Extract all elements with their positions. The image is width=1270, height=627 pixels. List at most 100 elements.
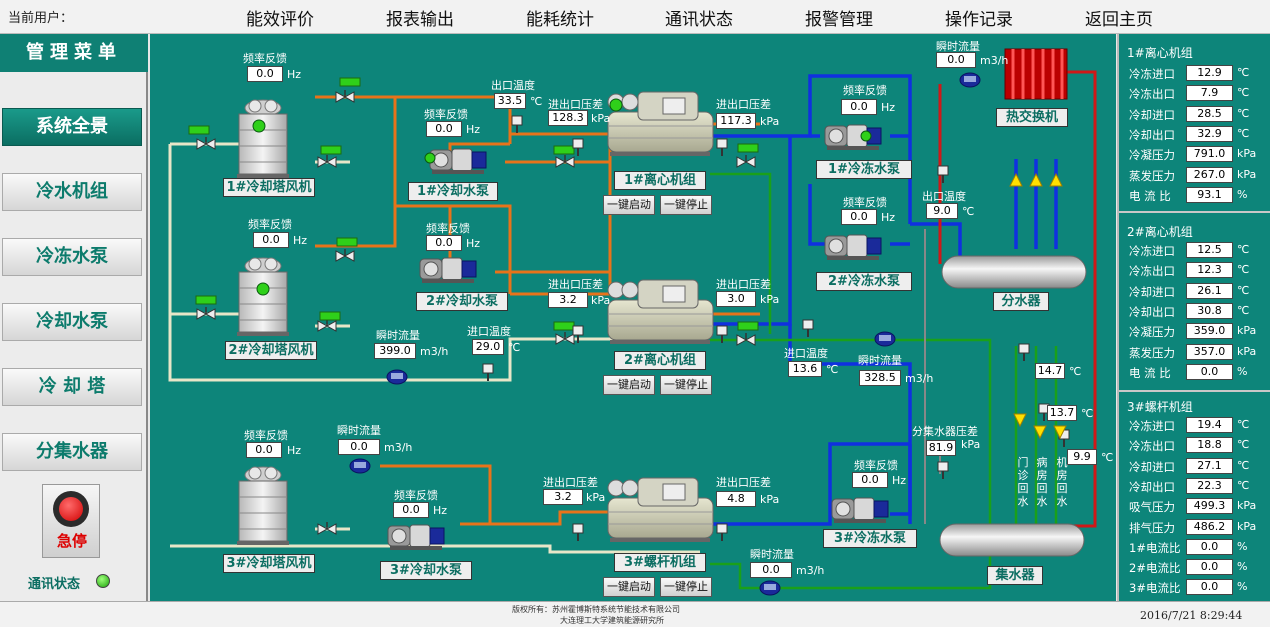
menu-chiller-units[interactable]: 冷水机组 (2, 173, 142, 211)
chiller1-stop-button[interactable]: 一键停止 (660, 195, 712, 215)
copyright-line2: 大连理工大学建筑能源研究所 (560, 616, 664, 625)
cw-pump2-freq-value: 0.0 (426, 235, 462, 251)
tower3-name[interactable]: 3#冷却塔风机 (223, 554, 315, 573)
status-row-unit: ℃ (1237, 263, 1250, 277)
heat-exchanger-name[interactable]: 热交换机 (996, 108, 1068, 127)
nav-energy-evaluation[interactable]: 能效评价 (246, 10, 314, 30)
branch1-temp-value: 14.7 (1035, 363, 1065, 379)
nav-comm-status[interactable]: 通讯状态 (665, 10, 733, 30)
status-row-value: 30.8 (1186, 302, 1233, 319)
cw-pump2-name[interactable]: 2#冷却水泵 (416, 292, 508, 311)
chiller3-stop-button[interactable]: 一键停止 (660, 577, 712, 597)
chiller1-start-button[interactable]: 一键启动 (603, 195, 655, 215)
tower1-name[interactable]: 1#冷却塔风机 (223, 178, 315, 197)
branch3-temp-value: 9.9 (1067, 449, 1097, 465)
chiller3-in-dp-unit: kPa (586, 491, 606, 504)
status-row-value: 791.0 (1186, 146, 1233, 163)
chiller2-stop-button[interactable]: 一键停止 (660, 375, 712, 395)
panel-divider (1119, 390, 1270, 392)
status-row-value: 0.0 (1186, 579, 1233, 596)
status-row-value: 486.2 (1186, 518, 1233, 535)
outlet-temp-label: 出口温度 (491, 79, 535, 92)
chw-pump1-freq-value: 0.0 (841, 99, 877, 115)
status-row-unit: kPa (1237, 324, 1257, 338)
status-row-unit: kPa (1237, 167, 1257, 181)
nav-alarm-management[interactable]: 报警管理 (805, 10, 873, 30)
status-row-label: 冷冻出口 (1129, 87, 1175, 102)
status-row-label: 冷凝压力 (1129, 325, 1175, 340)
status-row-unit: ℃ (1237, 243, 1250, 256)
menu-headers[interactable]: 分集水器 (2, 433, 142, 471)
tower3-freq-label: 频率反馈 (244, 429, 288, 442)
tower3-freq-value: 0.0 (246, 442, 282, 458)
status-row-label: 冷却进口 (1129, 107, 1175, 122)
nav-operation-log[interactable]: 操作记录 (945, 10, 1013, 30)
chiller2-name[interactable]: 2#离心机组 (614, 351, 706, 370)
status-row-value: 359.0 (1186, 323, 1233, 340)
status-row-label: 2#电流比 (1129, 561, 1181, 576)
inlet-temp-unit: ℃ (508, 341, 521, 354)
status-row-label: 冷冻进口 (1129, 67, 1175, 81)
cw-pump1-name[interactable]: 1#冷却水泵 (408, 182, 498, 201)
nav-energy-statistics[interactable]: 能耗统计 (526, 10, 594, 30)
chiller1-name[interactable]: 1#离心机组 (614, 171, 706, 190)
chw-in-temp-value: 13.6 (788, 361, 822, 377)
tower2-name[interactable]: 2#冷却塔风机 (225, 341, 317, 360)
tower1-freq-label: 频率反馈 (243, 52, 287, 65)
status-row-value: 0.0 (1186, 559, 1233, 576)
status-row-unit: % (1237, 539, 1248, 553)
menu-cooling-water-pumps[interactable]: 冷却水泵 (2, 303, 142, 341)
collector-name[interactable]: 集水器 (987, 566, 1043, 585)
estop-label: 急停 (56, 532, 87, 550)
chw-pump2-name[interactable]: 2#冷冻水泵 (816, 272, 912, 291)
status-row-value: 93.1 (1186, 186, 1233, 203)
cw-pump3-freq-unit: Hz (433, 504, 448, 517)
emergency-stop-button[interactable]: 急停 (42, 484, 100, 558)
chw-in-temp-label: 进口温度 (784, 347, 828, 360)
top-bar: 当前用户： 能效评价 报表输出 能耗统计 通讯状态 报警管理 操作记录 返回主页 (0, 0, 1270, 34)
chiller3-start-button[interactable]: 一键启动 (603, 577, 655, 597)
branch2-label: 病房回水 (1036, 456, 1048, 508)
menu-chilled-water-pumps[interactable]: 冷冻水泵 (2, 238, 142, 276)
nav-return-home[interactable]: 返回主页 (1085, 10, 1153, 30)
status-row-label: 电 流 比 (1129, 188, 1171, 203)
cw-flow-value: 399.0 (374, 343, 416, 359)
status-row-label: 冷却出口 (1129, 304, 1175, 319)
chw-pump3-freq-unit: Hz (892, 474, 907, 487)
menu-cooling-towers[interactable]: 冷 却 塔 (2, 368, 142, 406)
tower1-freq-unit: Hz (287, 68, 302, 81)
status-row-label: 吸气压力 (1129, 500, 1175, 515)
heat-exchanger-icon (1004, 48, 1068, 100)
status-row-label: 冷冻进口 (1129, 244, 1175, 258)
chw-pump3-name[interactable]: 3#冷冻水泵 (823, 529, 917, 548)
chw-pump1-name[interactable]: 1#冷冻水泵 (816, 160, 912, 179)
status-row-label: 排气压力 (1129, 520, 1175, 535)
chiller2-in-dp-label: 进出口压差 (548, 278, 603, 291)
status-row-unit: ℃ (1237, 418, 1250, 431)
chiller3-name[interactable]: 3#螺杆机组 (614, 553, 706, 572)
comm-status-label: 通讯状态 (28, 577, 81, 592)
status-row-value: 7.9 (1186, 85, 1233, 102)
chw-pump3-freq-value: 0.0 (852, 472, 888, 488)
branch3-label: 机房回水 (1056, 456, 1068, 508)
chiller1-status-title: 1#离心机组 (1127, 46, 1193, 60)
supply-out-temp-value: 9.0 (926, 203, 958, 219)
status-row-label: 冷凝压力 (1129, 148, 1175, 163)
cw-flow-unit: m3/h (420, 345, 449, 358)
chiller2-start-button[interactable]: 一键启动 (603, 375, 655, 395)
chiller2-in-dp-value: 3.2 (548, 292, 588, 308)
distributor-name[interactable]: 分水器 (993, 292, 1049, 311)
chiller3-in-dp-label: 进出口压差 (543, 476, 598, 489)
tower3-flow-unit: m3/h (384, 441, 413, 454)
cw-pump3-name[interactable]: 3#冷却水泵 (380, 561, 472, 580)
status-row-value: 12.5 (1186, 242, 1233, 258)
outlet-temp-unit: ℃ (530, 95, 543, 108)
status-row-label: 冷却进口 (1129, 284, 1175, 299)
nav-report-output[interactable]: 报表输出 (386, 10, 454, 30)
chiller3-in-dp-value: 3.2 (543, 489, 583, 505)
status-row-unit: ℃ (1237, 283, 1250, 297)
chw-in-temp-unit: ℃ (826, 363, 839, 376)
chw-pump1-freq-label: 频率反馈 (843, 84, 887, 97)
menu-system-overview[interactable]: 系统全景 (2, 108, 142, 146)
